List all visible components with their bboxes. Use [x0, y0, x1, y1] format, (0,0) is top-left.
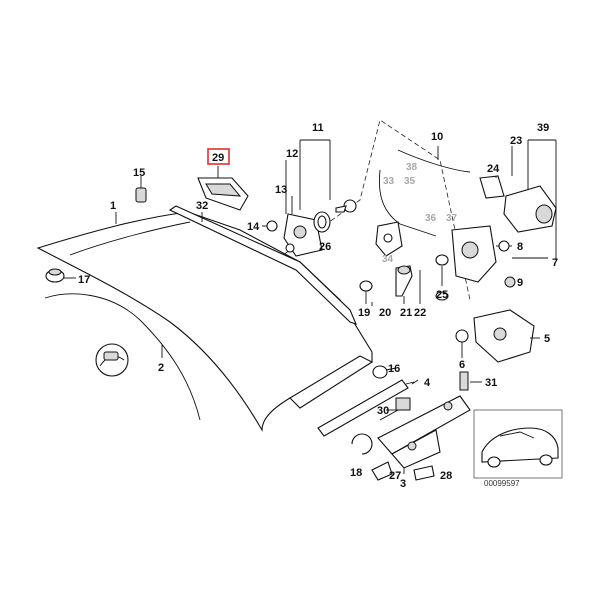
latch-part-9[interactable] — [451, 225, 512, 283]
bracket-part-39 — [527, 139, 557, 260]
callout-34: 34 — [382, 254, 394, 265]
ring-part-26[interactable] — [313, 211, 331, 233]
callout-31: 31 — [485, 377, 497, 389]
screw-part-30[interactable] — [386, 397, 411, 411]
clip-part-18[interactable] — [351, 433, 373, 455]
callout-8: 8 — [517, 241, 523, 253]
callout-5: 5 — [544, 333, 550, 345]
callout-37: 37 — [446, 213, 458, 224]
callout-29: 29 — [212, 152, 224, 164]
callout-16: 16 — [388, 363, 400, 375]
callout-36: 36 — [425, 213, 437, 224]
callout-9: 9 — [517, 277, 523, 289]
callout-6: 6 — [459, 359, 465, 371]
callout-32: 32 — [196, 200, 208, 212]
callout-17: 17 — [78, 274, 90, 286]
callout-27: 27 — [389, 470, 401, 482]
callout-23: 23 — [510, 135, 522, 147]
callout-22: 22 — [414, 307, 426, 319]
callout-19: 19 — [358, 307, 370, 319]
clip-part-27[interactable] — [371, 461, 393, 481]
bolt-part-6[interactable] — [504, 276, 516, 288]
highlight-box-part-29 — [207, 148, 230, 165]
trunk-lid-liner-part-2[interactable] — [44, 293, 201, 421]
callout-10: 10 — [431, 131, 443, 143]
callout-26: 26 — [319, 241, 331, 253]
key-part-11[interactable] — [299, 139, 357, 213]
callout-35: 35 — [404, 176, 416, 187]
diagram-reference-code: 00099597 — [484, 479, 520, 488]
callout-20: 20 — [379, 307, 391, 319]
buffer-part-15[interactable] — [135, 176, 147, 203]
callout-4: 4 — [424, 377, 431, 389]
nut-part-22[interactable] — [435, 291, 449, 301]
callout-38: 38 — [406, 162, 418, 173]
striker-bracket-part-5[interactable] — [473, 309, 540, 363]
screw-part-19-21[interactable] — [359, 265, 421, 304]
callout-25: 25 — [436, 289, 448, 301]
license-plate-lamp-part-29[interactable] — [197, 166, 249, 211]
bolt-part-8[interactable] — [498, 240, 510, 252]
callout-18: 18 — [350, 467, 362, 479]
grommet-part-25[interactable] — [435, 254, 449, 286]
seal-strip-part-32[interactable] — [168, 205, 357, 325]
callout-24: 24 — [487, 163, 500, 175]
hinge-part-3[interactable] — [377, 395, 471, 474]
grommet-part-16[interactable] — [372, 365, 397, 379]
bolt-part-31[interactable] — [455, 329, 482, 391]
gas-strut-part-4[interactable] — [317, 379, 415, 437]
actuator-motor-part-23[interactable] — [479, 146, 557, 233]
callout-2: 2 — [158, 362, 164, 374]
release-handle[interactable] — [375, 221, 403, 257]
grommet-part-17[interactable] — [45, 268, 76, 283]
callout-11: 11 — [312, 122, 324, 134]
callout-21: 21 — [400, 307, 412, 319]
callout-33: 33 — [383, 176, 395, 187]
callout-14: 14 — [247, 221, 260, 233]
callout-15: 15 — [133, 167, 145, 179]
screw-part-14[interactable] — [262, 220, 278, 232]
callout-leaders — [115, 160, 548, 421]
callout-7: 7 — [552, 257, 558, 269]
clip-part-28[interactable] — [413, 465, 435, 481]
callout-3: 3 — [400, 478, 406, 490]
vehicle-thumbnail — [473, 409, 563, 479]
callout-13: 13 — [275, 184, 287, 196]
callout-1: 1 — [110, 200, 116, 212]
callout-12: 12 — [286, 148, 298, 160]
cable-loop-detail — [95, 343, 129, 377]
callout-30: 30 — [377, 405, 389, 417]
lock-housing-part-12[interactable] — [283, 196, 323, 257]
callout-39: 39 — [537, 122, 549, 134]
callout-28: 28 — [440, 470, 452, 482]
lock-rod-part-10[interactable] — [378, 146, 471, 237]
